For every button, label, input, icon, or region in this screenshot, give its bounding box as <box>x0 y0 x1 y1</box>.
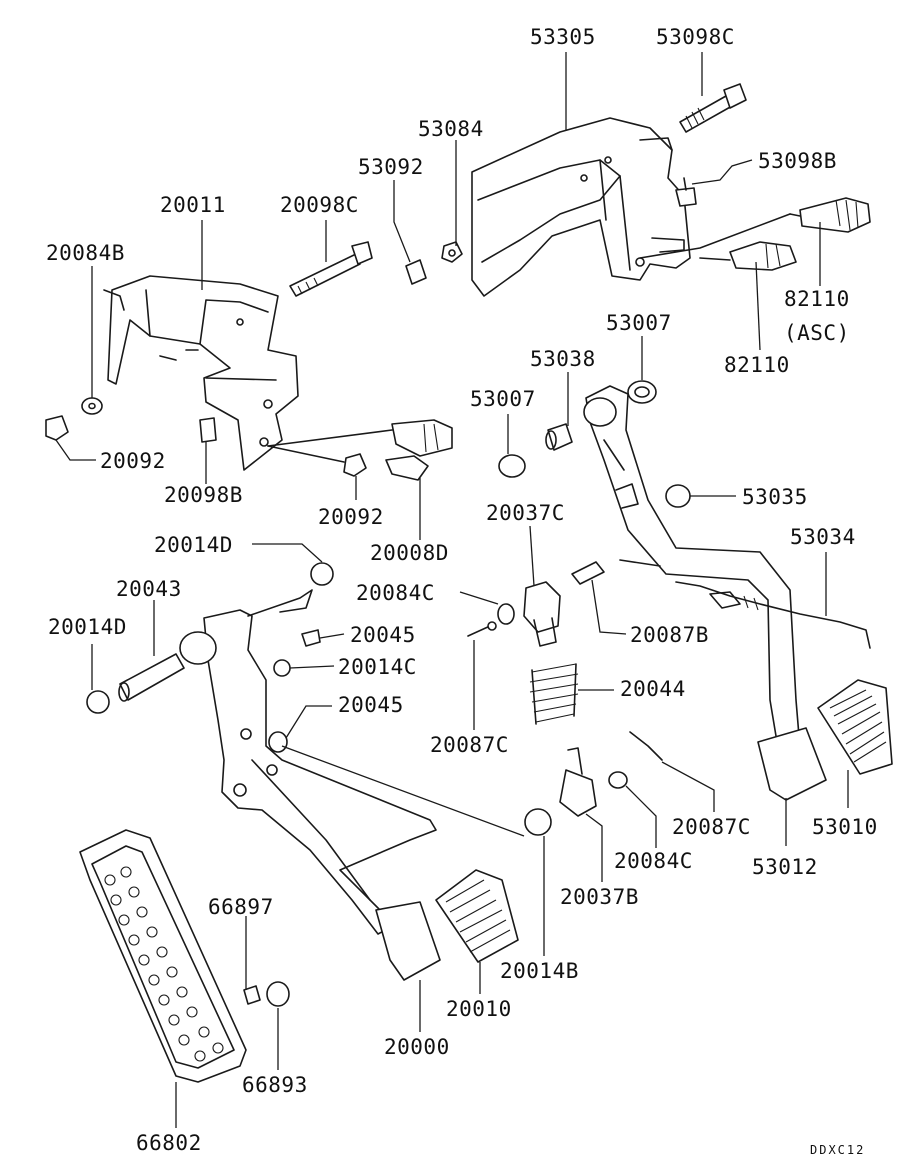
label-20087C-left: 20087C <box>430 733 509 757</box>
label-53035: 53035 <box>742 485 808 509</box>
brake-pedal-pad-53010 <box>817 679 893 775</box>
nut-53084 <box>441 241 463 263</box>
spring-20044 <box>529 663 579 725</box>
label-53007-upper: 53007 <box>606 311 672 335</box>
label-66893: 66893 <box>242 1073 308 1097</box>
nut-20092-center <box>343 453 367 477</box>
bushing-20014B <box>524 808 552 836</box>
bolt-20098B <box>199 417 217 443</box>
label-20014B: 20014B <box>500 959 579 983</box>
clutch-pedal-stub-20000 <box>375 901 441 981</box>
label-53034: 53034 <box>790 525 856 549</box>
bushing-53007-lower <box>498 454 526 478</box>
bolt-53098C <box>679 83 747 133</box>
label-20014D-top: 20014D <box>154 533 233 557</box>
label-53007-lower: 53007 <box>470 387 536 411</box>
label-20045-upper: 20045 <box>350 623 416 647</box>
spring-seat-20037C <box>523 581 561 647</box>
pin-20087B <box>571 561 605 585</box>
brake-pedal-stub-53012 <box>757 727 827 801</box>
label-20098B: 20098B <box>164 483 243 507</box>
clutch-pedal-arm <box>179 589 437 935</box>
clip-20045-lower <box>268 731 288 753</box>
label-20008D: 20008D <box>370 541 449 565</box>
clutch-pedal-pad-20010 <box>435 869 519 963</box>
label-20037B: 20037B <box>560 885 639 909</box>
clip-20045-upper <box>301 629 321 647</box>
bushing-20014C <box>273 659 291 677</box>
label-82110-asc: 82110 <box>784 287 850 311</box>
label-20011: 20011 <box>160 193 226 217</box>
label-20092-left: 20092 <box>100 449 166 473</box>
label-20084C-top: 20084C <box>356 581 435 605</box>
clip-66897 <box>243 985 261 1005</box>
washer-20084C-bottom <box>608 771 628 789</box>
washer-20084C-top <box>497 603 515 625</box>
pin-20087C-left <box>467 621 497 637</box>
label-53084: 53084 <box>418 117 484 141</box>
stop-lamp-switch <box>699 241 797 271</box>
label-53092: 53092 <box>358 155 424 179</box>
leader-lines <box>55 52 849 1128</box>
label-53305: 53305 <box>530 25 596 49</box>
label-66802: 66802 <box>136 1131 202 1155</box>
cap-66893 <box>266 981 290 1007</box>
brake-pedal-arm <box>583 385 801 749</box>
label-53098B: 53098B <box>758 149 837 173</box>
clip-53092 <box>405 259 427 285</box>
label-20037C: 20037C <box>486 501 565 525</box>
clutch-switch-20008D <box>267 419 453 481</box>
bushing-53007-upper <box>627 380 657 404</box>
bolt-20098C <box>289 241 373 297</box>
label-20084B: 20084B <box>46 241 125 265</box>
label-20043: 20043 <box>116 577 182 601</box>
label-20045-lower: 20045 <box>338 693 404 717</box>
brake-pedal-bracket <box>471 117 691 297</box>
label-66897: 66897 <box>208 895 274 919</box>
bushing-20014D-left <box>86 690 110 714</box>
label-20014C: 20014C <box>338 655 417 679</box>
label-20087C-right: 20087C <box>672 815 751 839</box>
label-20092-center: 20092 <box>318 505 384 529</box>
label-20000: 20000 <box>384 1035 450 1059</box>
diagram-code: DDXC12 <box>810 1143 865 1157</box>
spring-seat-20037B <box>559 747 597 817</box>
label-53012: 53012 <box>752 855 818 879</box>
washer-20084B <box>81 397 103 415</box>
clutch-pedal-bracket <box>103 275 299 471</box>
bushing-20014D-top <box>310 562 334 586</box>
accelerator-pad-texture <box>104 866 224 1062</box>
label-asc: (ASC) <box>784 321 850 345</box>
stop-lamp-switch-asc <box>639 197 871 259</box>
harness-53034 <box>675 581 871 649</box>
label-20087B: 20087B <box>630 623 709 647</box>
bushing-53035 <box>665 484 691 508</box>
label-20010: 20010 <box>446 997 512 1021</box>
label-20044: 20044 <box>620 677 686 701</box>
nut-20092-left <box>45 415 69 441</box>
accelerator-pedal-66802 <box>79 829 247 1083</box>
part-labels: 53305 53098C 53084 53092 53098B 20011 20… <box>46 25 878 1157</box>
label-53038: 53038 <box>530 347 596 371</box>
label-20084C-bottom: 20084C <box>614 849 693 873</box>
shaft-20043 <box>118 653 185 702</box>
label-53010: 53010 <box>812 815 878 839</box>
bushing-53038 <box>545 423 573 451</box>
pin-20087C-right <box>629 731 663 761</box>
label-20014D-left: 20014D <box>48 615 127 639</box>
label-20098C: 20098C <box>280 193 359 217</box>
label-53098C: 53098C <box>656 25 735 49</box>
bolt-53098B <box>675 177 697 207</box>
label-82110: 82110 <box>724 353 790 377</box>
